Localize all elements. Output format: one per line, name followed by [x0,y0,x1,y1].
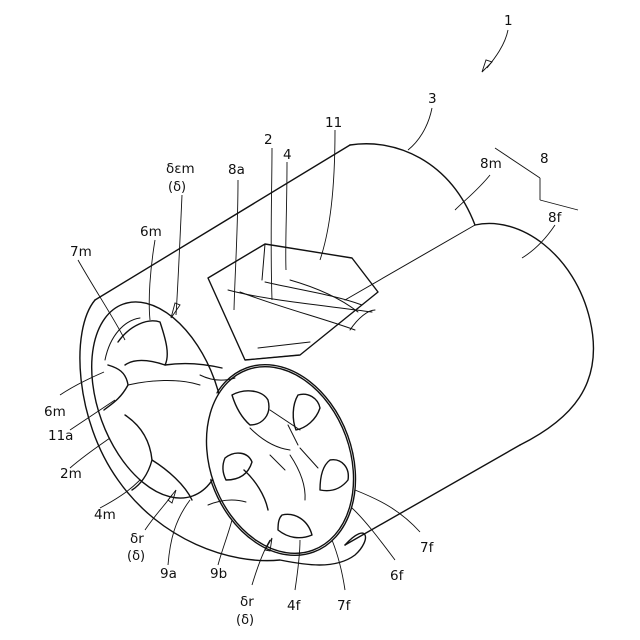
label-edge-8a: 8a [228,162,245,178]
label-port-11a: 11a [48,428,73,444]
label-female-body: 4f [287,598,302,614]
label-male-body: 4m [94,507,116,523]
label-lobe-7m: 7m [70,244,92,260]
label-female-7f-right: 7f [420,540,435,556]
label-bore-female: 8f [548,210,563,226]
label-port: 11 [325,115,342,131]
label-clearance-r1: δr [130,531,144,547]
label-rotor: 2 [264,132,273,148]
label-clearance-r2-paren: (δ) [236,613,254,628]
label-clearance-em-paren: (δ) [168,180,186,195]
label-clearance-r1-paren: (δ) [127,549,145,564]
label-clearance-r2: δr [240,594,254,610]
label-cusp-9b: 9b [210,566,227,582]
label-male-rotor: 2m [60,466,82,482]
label-cusp-9a: 9a [160,566,177,582]
label-assembly: 1 [504,13,513,29]
label-lobe-6m-top: 6m [140,224,162,240]
label-rotor-top: 4 [283,147,292,163]
label-female-6f: 6f [390,568,405,584]
label-lobe-6m-left: 6m [44,404,66,420]
label-bore-male: 8m [480,156,502,172]
label-female-7f-bottom: 7f [337,598,352,614]
label-clearance-em: δεm [166,161,195,177]
label-bore: 8 [540,151,549,167]
port-opening [208,244,378,360]
label-casing: 3 [428,91,437,107]
